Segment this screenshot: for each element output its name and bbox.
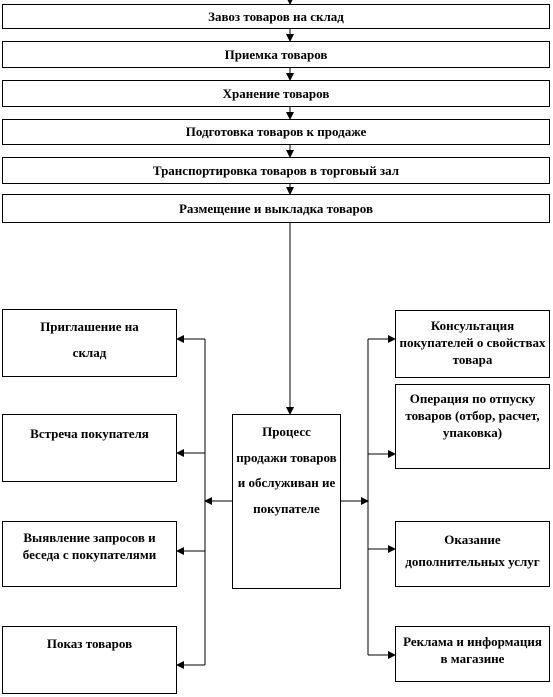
center-sales-process: Процесс продажи товаров и обслуживан ие … [232,414,341,589]
left-invitation: Приглашение на склад [2,309,177,377]
left-identify-requests: Выявление запросов и беседа с покупателя… [2,521,177,587]
right-advertising-info: Реклама и информация в магазине [395,626,550,682]
right-consultation: Консультация покупателей о свойствах тов… [395,310,550,378]
step-transport-to-hall: Транспортировка товаров в торговый зал [2,157,550,184]
step-delivery-to-warehouse: Завоз товаров на склад [2,4,550,29]
left-show-goods: Показ товаров [2,626,177,694]
left-meeting-customer: Встреча покупателя [2,414,177,482]
step-acceptance: Приемка товаров [2,41,550,68]
step-placement-display: Размещение и выкладка товаров [2,194,550,223]
step-preparation: Подготовка товаров к продаже [2,119,550,145]
right-dispensing-operation: Операция по отпуску товаров (отбор, расч… [395,384,550,469]
step-storage: Хранение товаров [2,80,550,107]
right-additional-services: Оказание дополнительных услуг [395,521,550,587]
